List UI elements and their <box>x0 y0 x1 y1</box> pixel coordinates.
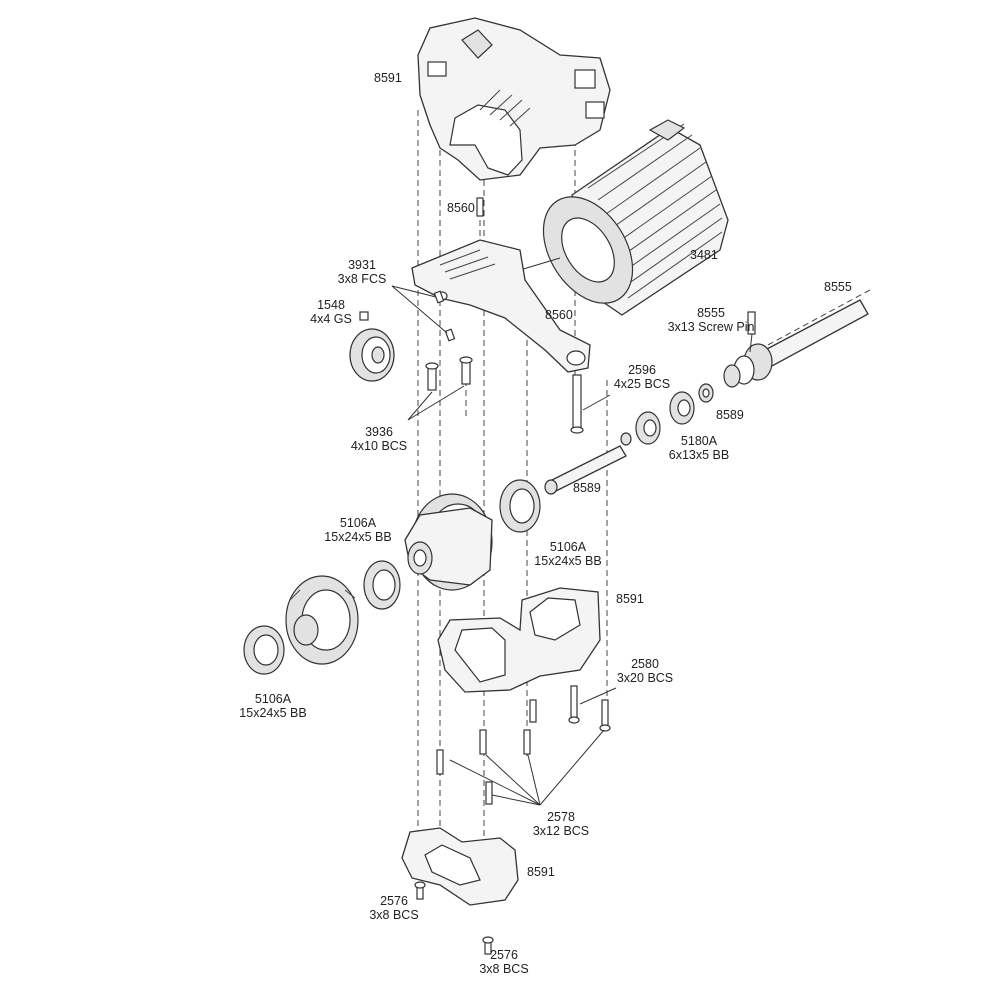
label-bcs-4x10: 3936 4x10 BCS <box>350 425 408 453</box>
label-bearing-mid-right: 5106A 15x24x5 BB <box>534 540 602 568</box>
pinion-gear <box>349 328 395 382</box>
label-bearing-mid-left: 5106A 15x24x5 BB <box>324 516 392 544</box>
bcs-3x12-screws <box>436 699 605 806</box>
label-spacer-right: 8589 <box>716 408 744 422</box>
label-output-shaft: 8555 <box>824 280 852 294</box>
label-input-shaft: 8589 <box>573 481 601 495</box>
bcs-3x20-screws <box>568 685 617 732</box>
label-bearing-low-left: 5106A 15x24x5 BB <box>239 692 307 720</box>
housing-top <box>417 17 611 181</box>
bearings-6x13 <box>620 391 695 446</box>
motor-mount-pin <box>476 197 484 217</box>
label-housing-bottom: 8591 <box>527 865 555 879</box>
bearing-low-left <box>243 625 285 675</box>
bcs-4x10-screws <box>407 356 473 421</box>
label-set-screw: 1548 4x4 GS <box>310 298 352 326</box>
label-bcs-4x25: 2596 4x25 BCS <box>613 363 671 391</box>
bcs-4x25-screw <box>570 374 611 434</box>
label-motor: 3481 <box>690 248 718 262</box>
screw-pin <box>747 311 756 353</box>
housing-mid <box>437 587 601 693</box>
bearing-mid-right <box>499 479 541 533</box>
label-bcs-3x8-bottom: 2576 3x8 BCS <box>479 948 529 976</box>
slipper-clutch <box>285 575 359 665</box>
output-shaft <box>723 299 869 388</box>
label-motor-mount-pin: 8560 <box>447 201 475 215</box>
housing-bottom <box>401 827 519 906</box>
bearing-mid-left <box>363 560 401 610</box>
label-bcs-3x12: 2578 3x12 BCS <box>532 810 590 838</box>
label-housing-mid: 8591 <box>616 592 644 606</box>
label-housing-top: 8591 <box>374 71 402 85</box>
label-fcs-screw: 3931 3x8 FCS <box>337 258 387 286</box>
fcs-screws <box>391 285 456 342</box>
spacer-right <box>698 383 714 403</box>
bcs-3x8-screws <box>414 881 494 955</box>
label-bearing-6x13: 5180A 6x13x5 BB <box>668 434 730 462</box>
label-bcs-3x20: 2580 3x20 BCS <box>616 657 674 685</box>
spur-gear-differential <box>404 493 493 591</box>
label-motor-mount: 8560 <box>545 308 573 322</box>
input-shaft <box>544 445 627 495</box>
motor <box>519 119 729 316</box>
label-bcs-3x8-left: 2576 3x8 BCS <box>369 894 419 922</box>
set-screw <box>359 311 369 321</box>
label-screw-pin: 8555 3x13 Screw Pin <box>667 306 755 334</box>
